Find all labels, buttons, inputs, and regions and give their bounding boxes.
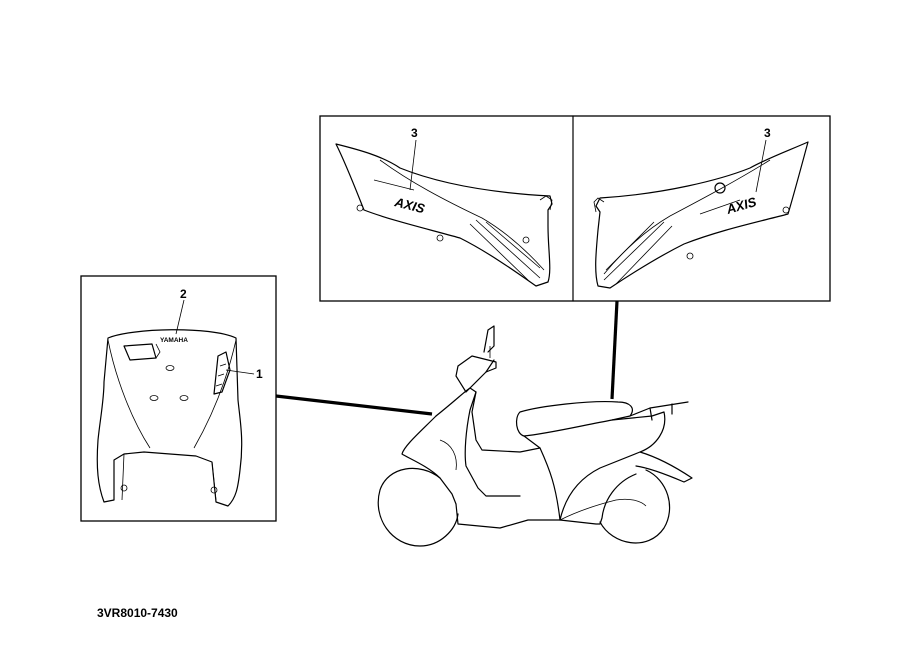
right-callout-3: 3 <box>764 126 771 140</box>
front-cover-outline <box>96 329 243 507</box>
left-side-cover-tab <box>539 195 553 211</box>
left-side-cover-outline <box>335 143 553 287</box>
seat <box>515 401 633 437</box>
left-callout-3: 3 <box>411 126 418 140</box>
front-nose <box>401 415 457 505</box>
mount-bolt <box>210 486 218 494</box>
callout-1-leader <box>225 369 255 375</box>
front-cover-lid-hinge <box>155 343 161 359</box>
front-cover-panel: YAMAHA 2 1 <box>80 275 277 522</box>
mount-hole <box>179 395 189 401</box>
right-side-cover-tab <box>593 197 605 213</box>
front-cover-v-line-left <box>107 339 151 449</box>
turn-signal-lens <box>213 351 231 395</box>
rear-fender <box>635 451 693 483</box>
right-mount-bolt <box>686 252 694 260</box>
leg-shield <box>471 391 541 453</box>
left-mount-bolt <box>356 204 364 212</box>
front-cover-v-line-right <box>193 339 237 449</box>
rear-wheel <box>599 469 671 544</box>
right-side-cover-keyhole <box>714 182 726 194</box>
reference-code: 3VR8010-7430 <box>97 606 178 620</box>
right-callout-3-leader <box>755 139 767 193</box>
front-apron-inner <box>439 439 457 471</box>
left-mount-bolt <box>436 234 444 242</box>
left-side-cover-crease <box>379 159 545 271</box>
callout-2: 2 <box>180 287 187 301</box>
left-side-cover: AXIS 3 <box>335 126 553 287</box>
right-mount-bolt <box>782 206 790 214</box>
steering-column <box>455 355 497 393</box>
grab-rail <box>629 401 689 421</box>
callout-2-leader <box>175 299 185 335</box>
front-cover-frame <box>80 275 277 522</box>
floor-board <box>455 473 637 529</box>
scooter-outline <box>377 325 693 547</box>
leader-lines <box>275 300 619 416</box>
side-cover-frame <box>319 115 831 302</box>
side-cover-leader <box>610 300 619 400</box>
left-side-cover-stripe <box>469 219 541 281</box>
mount-hole <box>165 365 175 371</box>
mount-hole <box>149 395 159 401</box>
left-axis-decal-underline <box>373 179 415 191</box>
front-cover-lower-rim <box>121 453 217 501</box>
right-side-cover-outline <box>595 141 809 289</box>
right-axis-decal-underline <box>699 199 741 215</box>
left-axis-decal: AXIS <box>392 194 426 216</box>
side-cover-panel: AXIS 3 AXIS 3 <box>319 115 831 302</box>
turn-signal-stripe <box>215 363 227 387</box>
front-cover-leader <box>275 394 433 416</box>
mount-bolt <box>120 484 128 492</box>
left-callout-3-leader <box>409 139 417 191</box>
transmission-case <box>559 498 647 521</box>
handlebar <box>483 325 495 373</box>
left-mount-bolt <box>522 236 530 244</box>
front-wheel <box>377 467 459 547</box>
callout-1: 1 <box>256 367 263 381</box>
yamaha-decal: YAMAHA <box>160 337 188 344</box>
right-side-cover-stripe <box>603 221 673 285</box>
front-apron <box>435 387 521 497</box>
